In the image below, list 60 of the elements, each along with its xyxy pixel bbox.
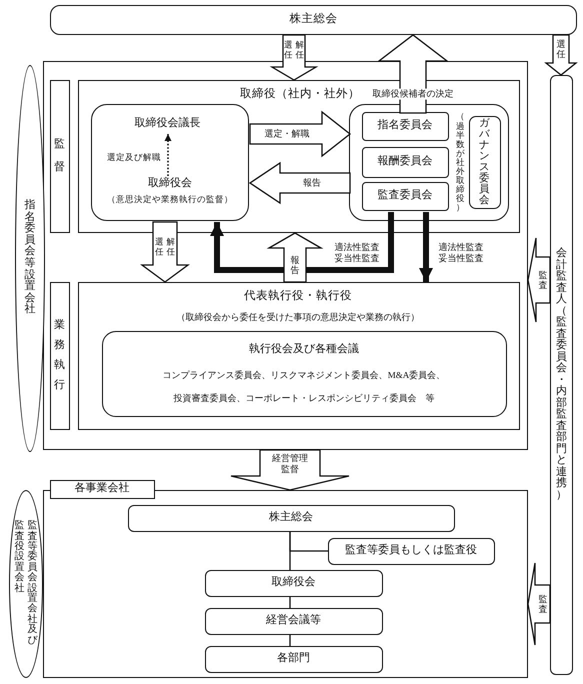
block-arrow <box>230 449 350 491</box>
side-label-bar: 監督 <box>50 80 70 232</box>
meeting-box: 株主総会 <box>50 5 577 35</box>
committee-box: ガバナンス委員会 <box>468 116 500 208</box>
note-text: （過半数が社外取締役） <box>455 110 466 214</box>
department-box: 各部門 <box>204 646 382 672</box>
edge-label: 報告 <box>303 178 321 188</box>
edge-label: 報告 <box>290 255 300 275</box>
block-arrow <box>527 562 551 646</box>
connector-line <box>289 532 328 552</box>
group-frame <box>43 61 528 450</box>
committee-box: 指名委員会 <box>362 112 448 140</box>
thick-arrow <box>210 212 394 273</box>
subtitle-text: （意思決定や業務執行の監督） <box>106 193 234 206</box>
title-text: 執行役会及び各種会議 <box>248 342 360 358</box>
frame-title: 代表執行役・執行役 <box>243 288 353 304</box>
auditor-bar: 会計監査人（監査委員会・内部監査部門と連携） <box>550 75 573 675</box>
edge-label: 取締役候補者の決定 <box>372 88 454 100</box>
exec-frame <box>78 282 520 430</box>
block-arrow <box>249 110 352 158</box>
side-label-bar: 業務執行 <box>50 282 70 430</box>
block-arrow <box>527 237 551 323</box>
edge-label: 適法性監査妥当性監査 <box>438 242 484 264</box>
meeting-box: 取締役会 <box>204 570 382 596</box>
oval-label: 監査等委員会設置会社及び監査役設置会社 <box>9 490 43 678</box>
list-text: 投資審査委員会、コーポレート・レスポンシビリティ委員会 等 <box>172 392 436 406</box>
title-text: 取締役会 <box>147 176 193 191</box>
block-arrow <box>248 162 351 204</box>
edge-label: 適法性監査妥当性監査 <box>334 242 380 264</box>
block-arrow <box>140 221 190 283</box>
block-arrow <box>266 232 324 283</box>
committee-box: 報酬委員会 <box>362 146 448 178</box>
edge-label: 監査 <box>538 270 548 290</box>
rounded-box <box>91 104 249 221</box>
heading-text: 取締役会議長 <box>130 116 204 132</box>
meeting-box: 株主総会 <box>128 504 454 532</box>
committee-group-box <box>349 104 509 221</box>
meeting-box <box>102 331 507 417</box>
dotted-arrow <box>164 134 172 176</box>
list-text: コンプライアンス委員会、リスクマネジメント委員会、M&A委員会、 <box>162 369 446 382</box>
block-arrow <box>544 34 578 76</box>
edge-label: 選定・解職 <box>264 128 310 140</box>
meeting-box: 経営会議等 <box>204 608 382 634</box>
connector-line <box>289 635 291 646</box>
edge-label: 監査 <box>538 594 548 614</box>
oval-label: 指名委員会等設置会社 <box>15 65 45 452</box>
edge-label: 選任 <box>556 39 566 59</box>
edge-label: 選任解任 <box>284 40 304 60</box>
edge-label: 選定及び解職 <box>107 152 161 162</box>
tab-label: 各事業会社 <box>50 480 154 498</box>
officer-box: 監査等委員もしくは監査役 <box>328 538 494 564</box>
block-arrow <box>270 34 318 81</box>
edge-label: 経営管理監督 <box>272 453 308 475</box>
subtitle-text: （取締役会から委任を受けた事項の意思決定や業務の執行） <box>176 310 420 324</box>
edge-label: 選任解任 <box>154 238 176 256</box>
connector-line <box>289 597 291 608</box>
board-frame <box>78 80 520 232</box>
thick-arrow <box>419 212 433 282</box>
frame-title: 取締役（社内・社外） <box>239 86 361 102</box>
committee-box: 監査委員会 <box>362 182 448 210</box>
